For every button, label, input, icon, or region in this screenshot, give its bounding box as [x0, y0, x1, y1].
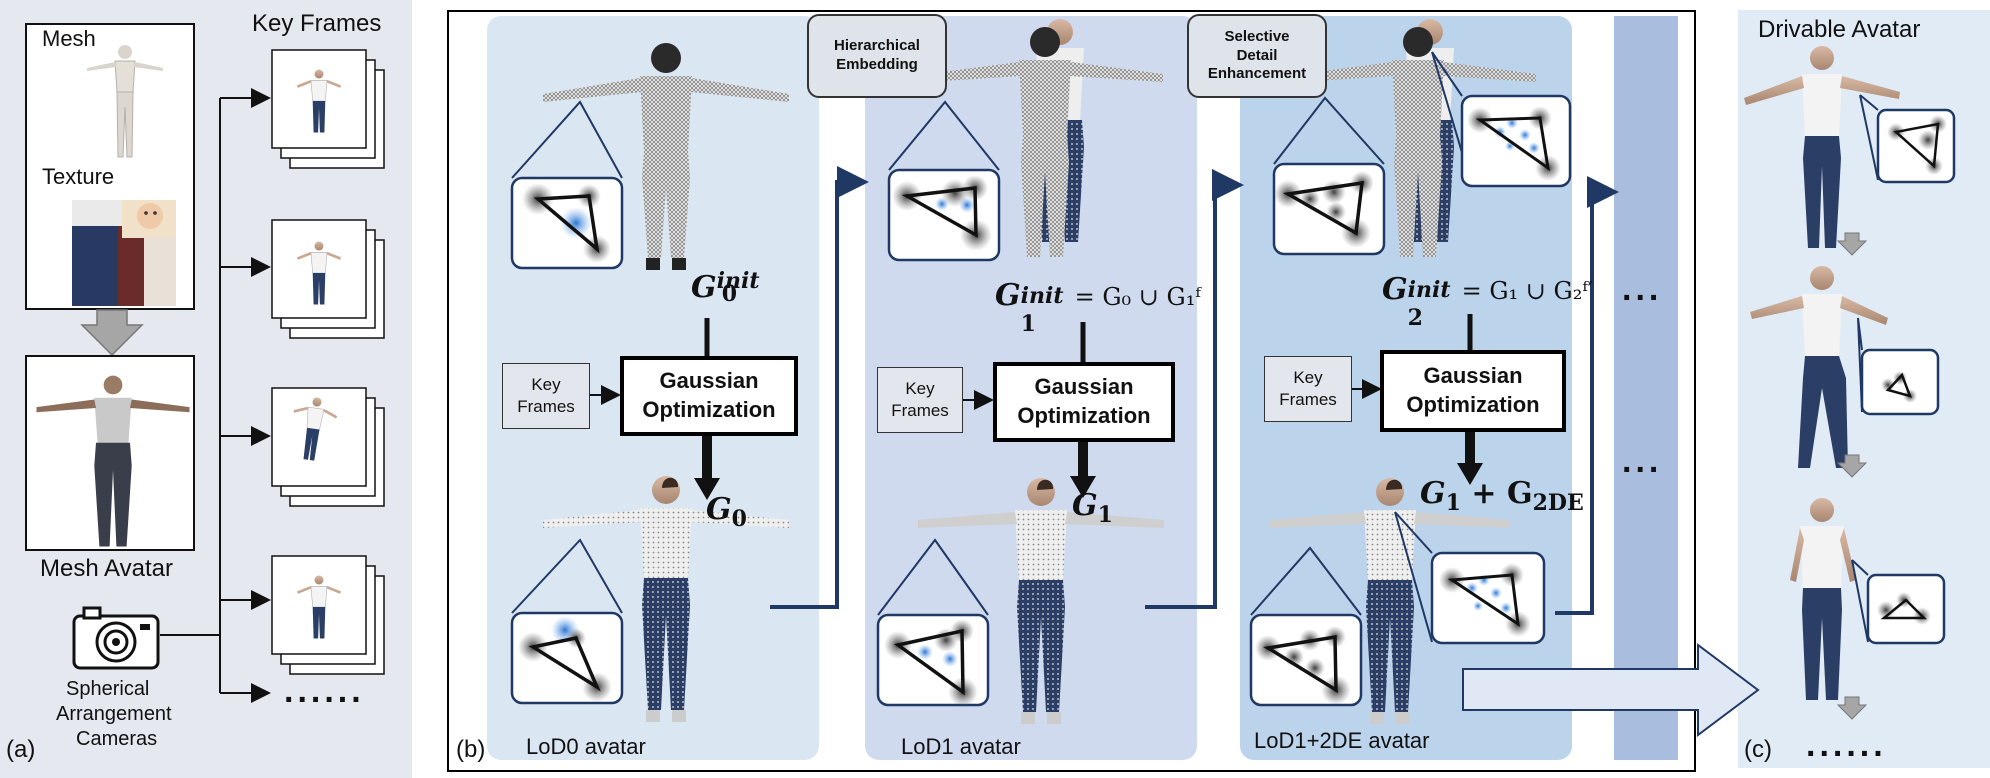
hierarchical-embedding-tag: Hierarchical Embedding: [807, 14, 947, 98]
stage2-opt-line-2: Optimization: [1406, 392, 1540, 417]
stage0-gaussian-optimization: Gaussian Optimization: [620, 356, 798, 436]
keyframe-stacks: [271, 49, 385, 675]
inset-stage0-bottom: [510, 538, 624, 705]
drivable-avatar-title: Drivable Avatar: [1758, 16, 1921, 43]
inset-stage2-bottom-right: [1394, 511, 1546, 645]
cameras-line-2: Arrangement: [56, 703, 172, 725]
continuation-ellipsis-top: ...: [1622, 270, 1663, 308]
selective-detail-enhancement-tag: Selective Detail Enhancement: [1187, 14, 1327, 98]
continuation-strip: [1614, 16, 1678, 760]
camera-icon: [72, 606, 160, 670]
stage2-key-frames-box: Key Frames: [1264, 356, 1352, 422]
stage0-mesh-avatar: [543, 43, 789, 270]
drivable-ellipsis: ......: [1806, 726, 1887, 764]
mesh-figure: [87, 45, 163, 158]
stage2-gaussian-optimization: Gaussian Optimization: [1380, 350, 1566, 432]
stage0-avatar-label: LoD0 avatar: [526, 734, 646, 759]
stage1-gaussian-optimization: Gaussian Optimization: [993, 362, 1175, 442]
stage2-key-frames-line-1: Key: [1293, 367, 1323, 387]
inset-stage2-top-right: [1431, 51, 1572, 188]
inset-stage2-bottom-left: [1249, 546, 1363, 707]
texture-label: Texture: [42, 164, 115, 189]
panel-b-label: (b): [456, 736, 486, 763]
keyframe-connectors: [160, 88, 271, 703]
selective-line-3: Enhancement: [1207, 65, 1307, 83]
inset-stage0-top: [510, 100, 624, 270]
stage1-key-frames-line-2: Frames: [891, 401, 949, 420]
mesh-label: Mesh: [42, 26, 96, 51]
stage0-key-frames-box: Key Frames: [502, 363, 590, 429]
stage0-init-formula: G init 0: [691, 268, 760, 308]
stage-transition-arrows: [770, 166, 1619, 615]
stage1-output-formula: G1: [1072, 488, 1113, 528]
stage2-opt-line-1: Gaussian: [1423, 363, 1523, 389]
mesh-to-avatar-arrow: [80, 309, 144, 357]
inset-stage1-top: [887, 100, 1001, 262]
stage0-key-frames-line-1: Key: [531, 374, 561, 394]
inset-drivable-3: [1851, 559, 1946, 645]
stage0-key-frames-line-2: Frames: [517, 397, 575, 416]
inset-stage1-bottom: [876, 538, 990, 707]
stage2-lod1-2de-avatar: [1270, 478, 1510, 724]
vertical-flow-arrowheads: [694, 463, 1483, 500]
inset-stage2-top-left: [1272, 96, 1386, 256]
vertical-flow-lines: [702, 314, 1475, 480]
key-frames-title: Key Frames: [252, 10, 382, 37]
drivable-avatar-pose-3: [1790, 498, 1856, 700]
stage2-init-formula: G init 2 = G₁ ∪ G₂ᶠ′: [1382, 272, 1594, 331]
inset-drivable-2: [1857, 317, 1940, 416]
stage0-opt-line-1: Gaussian: [659, 368, 759, 394]
stage1-opt-line-2: Optimization: [1017, 403, 1151, 428]
stage1-init-formula: G init 1 = G₀ ∪ G₁ᶠ: [995, 278, 1201, 337]
mesh-avatar-label: Mesh Avatar: [40, 555, 173, 582]
stage1-opt-line-1: Gaussian: [1034, 374, 1134, 400]
drivable-avatar-pose-2: [1750, 266, 1888, 468]
stage1-key-frames-box: Key Frames: [877, 367, 963, 433]
stage2-mesh-avatars: [1300, 19, 1536, 257]
continuation-ellipsis-bottom: ...: [1622, 442, 1663, 480]
panel-c-label: (c): [1744, 736, 1772, 763]
drivable-down-arrows: [1836, 232, 1868, 720]
stage1-key-frames-line-1: Key: [905, 378, 935, 398]
hierarchical-embedding-line-1: Hierarchical: [834, 37, 920, 55]
to-drivable-arrow: [1462, 643, 1760, 737]
stage1-avatar-label: LoD1 avatar: [901, 734, 1021, 759]
stage0-lod0-avatar: [543, 476, 789, 722]
selective-line-2: Detail: [1236, 46, 1278, 64]
stage1-lod1-avatar: [918, 478, 1164, 724]
keyframes-ellipsis: ......: [284, 672, 365, 710]
stage0-opt-line-2: Optimization: [642, 397, 776, 422]
mesh-avatar-figure: [36, 375, 190, 547]
stage2-avatar-label: LoD1+2DE avatar: [1254, 728, 1430, 753]
drivable-avatar-pose-1: [1744, 46, 1900, 248]
stage0-output-formula: G0: [706, 492, 747, 532]
hierarchical-embedding-line-2: Embedding: [836, 56, 918, 73]
cameras-line-3: Cameras: [76, 728, 158, 750]
selective-line-1: Selective: [1224, 27, 1290, 45]
stage2-key-frames-line-2: Frames: [1279, 390, 1337, 409]
stage2-output-formula: G1 + G2DE: [1420, 476, 1584, 516]
cameras-line-1: Spherical: [66, 678, 150, 700]
keyframe-to-opt-arrows: [589, 379, 1382, 410]
inset-drivable-1: [1859, 94, 1956, 184]
texture-atlas: [72, 200, 176, 306]
panel-a-label: (a): [6, 736, 36, 763]
stage1-mesh-avatars: [927, 19, 1163, 257]
